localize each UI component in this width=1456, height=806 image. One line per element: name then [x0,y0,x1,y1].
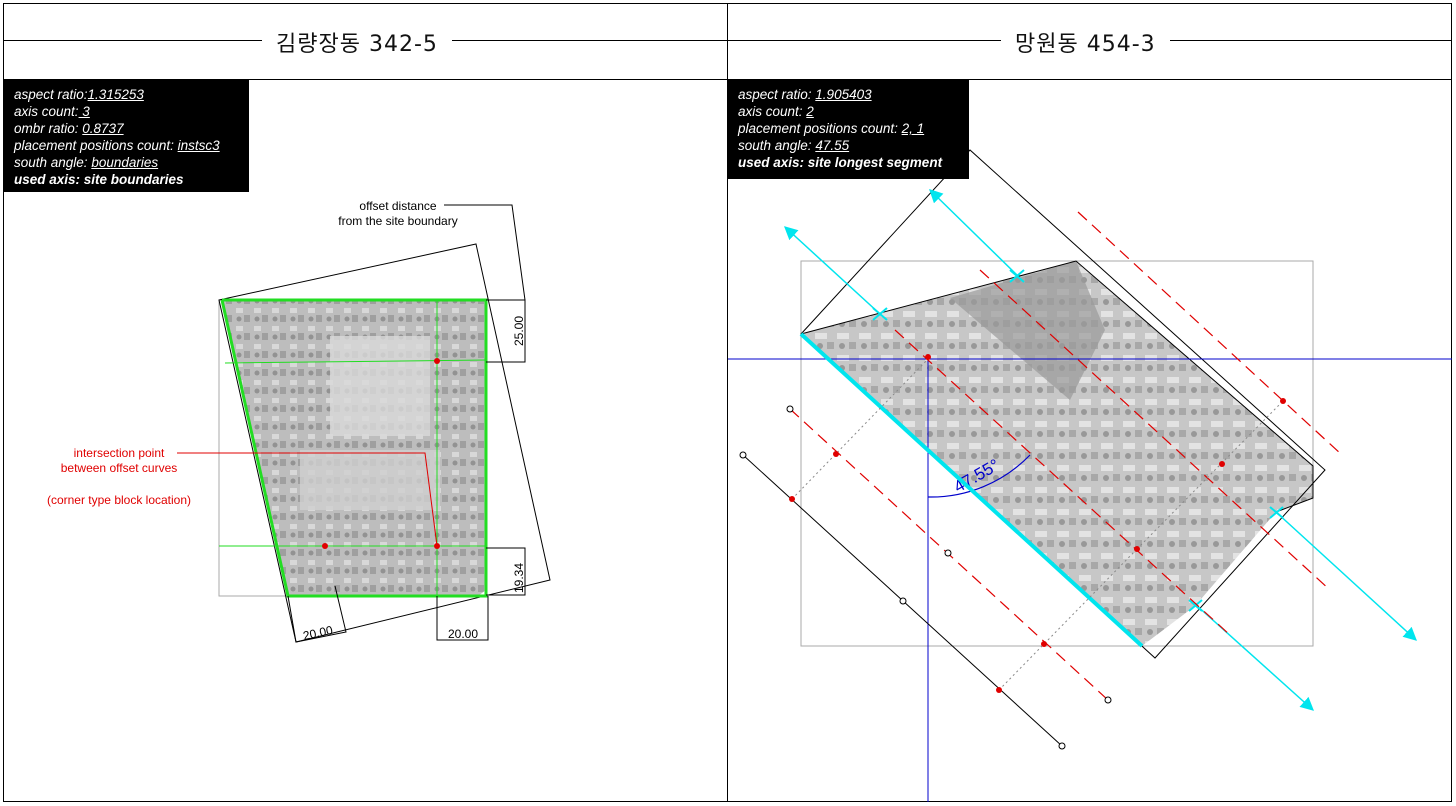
left-placement-value: instsc3 [177,138,220,153]
right-dark-block [950,261,1105,400]
right-point-8 [1280,398,1286,404]
left-offset-leader [444,204,526,301]
right-axis-count-row: axis count: 2 [738,103,959,120]
header-separator [3,79,1452,80]
left-offset-h1 [224,359,487,364]
right-offset-line-3 [979,269,1331,591]
left-info-box: aspect ratio:1.315253 axis count: 3 ombr… [4,80,249,192]
right-south-angle-value: 47.55 [815,138,850,153]
left-dim-bottom-left [287,585,347,643]
left-intersection-leader [177,452,438,547]
left-axis-count-row: axis count: 3 [14,103,239,120]
right-point-3 [833,451,839,457]
right-point-4 [1041,641,1047,647]
left-axis-count-value: 3 [78,104,90,119]
left-south-angle-label: south angle: [14,155,92,170]
right-offset-end-1 [786,405,794,413]
left-dim-bottom-right [436,596,489,641]
right-line-end-2 [1058,742,1066,750]
right-line-end-1 [739,451,747,459]
panel-divider [727,3,728,802]
right-south-angle-row: south angle: 47.55 [738,137,959,154]
left-axis-count-label: axis count: [14,104,79,119]
right-axis-mark-4 [1188,599,1203,612]
right-site-edge [800,260,1314,513]
right-aspect-ratio-value: 1.905403 [815,87,872,102]
left-ombr-label: ombr ratio: [14,121,83,136]
left-diagram: offset distance from the site boundary i… [47,199,551,643]
right-panel-title: 망원동 454-3 [1001,26,1170,58]
right-line-mid [899,597,907,605]
right-diagram: 47.55° [728,149,1452,802]
right-axis-mark-2 [1009,269,1025,283]
right-axis-arrow-2 [929,189,1019,277]
left-dim-label-right-top: 25.00 [512,316,526,346]
left-courtyard [330,336,430,436]
right-aspect-ratio-label: aspect ratio: [738,87,816,102]
left-placement-label: placement positions count: [14,138,178,153]
left-aspect-ratio-value: 1.315253 [87,87,144,102]
right-placement-label: placement positions count: [738,121,902,136]
left-south-angle-value: boundaries [91,155,159,170]
right-axis-mark-3 [1269,506,1284,519]
left-dim-label-bottom-left: 20.00 [302,623,335,643]
left-dim-right-bottom [486,547,526,596]
left-intersection-1 [434,358,440,364]
right-point-2 [789,496,795,502]
right-south-angle-label: south angle: [738,138,816,153]
left-site-boundary [220,298,488,598]
right-axis-arrow-4 [1194,603,1315,711]
right-placement-value: 2, 1 [901,121,925,136]
right-axis-count-label: axis count: [738,104,807,119]
left-oriented-bbox [218,243,551,643]
right-used-axis: used axis: site longest segment [738,155,943,170]
left-ombr-row: ombr ratio: 0.8737 [14,120,239,137]
left-dim-right-top [486,299,526,363]
right-longest-segment [799,332,1144,648]
left-intersection-3 [322,543,328,549]
left-south-angle-row: south angle: boundaries [14,154,239,171]
right-offset-line-4 [1077,211,1343,456]
left-corner-note: (corner type block location) [47,493,191,507]
right-angle-arc [927,454,1031,498]
right-point-7 [1219,461,1225,467]
left-dim-label-right-bottom: 19.34 [512,563,526,593]
right-axis-arrow-1 [784,226,881,315]
right-point-6 [1134,546,1140,552]
left-ombr-value: 0.8737 [82,121,124,136]
right-red-points [789,354,1286,693]
left-aspect-ratio-row: aspect ratio:1.315253 [14,86,239,103]
right-aspect-ratio-row: aspect ratio: 1.905403 [738,86,959,103]
right-point-5 [996,687,1002,693]
left-offset-label-2: from the site boundary [338,214,457,228]
right-info-box: aspect ratio: 1.905403 axis count: 2 pla… [728,80,969,179]
right-point-1 [925,354,931,360]
right-offset-end-2 [1104,696,1112,704]
right-axis-mark-1 [872,307,888,321]
left-plaza [300,450,440,510]
left-used-axis: used axis: site boundaries [14,172,184,187]
left-dim-label-bottom-right: 20.00 [448,627,478,641]
left-aspect-ratio-label: aspect ratio: [14,87,88,102]
left-offset-label-1: offset distance [359,199,436,213]
right-axis-arrow-3 [1275,511,1417,641]
right-axis-count-value: 2 [806,104,814,119]
right-placement-row: placement positions count: 2, 1 [738,120,959,137]
left-panel-title: 김량장동 342-5 [262,26,452,58]
right-offset-mid [944,549,952,557]
left-intersection-label-2: between offset curves [61,461,178,475]
left-placement-row: placement positions count: instsc3 [14,137,239,154]
left-intersection-label-1: intersection point [74,446,165,460]
right-bounding-box [800,260,1314,647]
